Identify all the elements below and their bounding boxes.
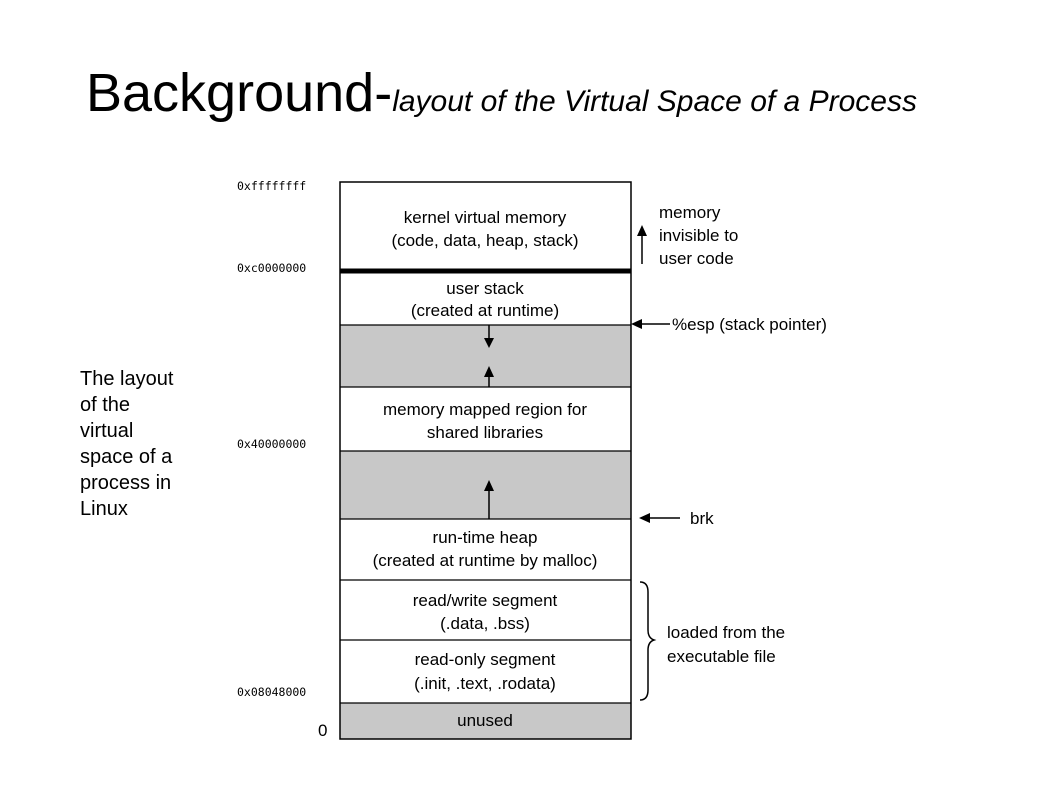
esp-label: %esp (stack pointer) xyxy=(672,315,827,334)
invisible-note-2: invisible to xyxy=(659,226,738,245)
addr-zero: 0 xyxy=(318,721,327,740)
stack-gap-region xyxy=(340,325,631,387)
loaded-note-2: executable file xyxy=(667,647,776,666)
mmap-label-1: memory mapped region for xyxy=(383,400,587,419)
unused-region xyxy=(340,703,631,739)
side-caption: The layout of the virtual space of a pro… xyxy=(80,368,174,520)
heap-label-1: run-time heap xyxy=(433,528,538,547)
stack-grows-down-arrow xyxy=(484,325,494,348)
heap-gap-region xyxy=(340,451,631,519)
invisible-note-3: user code xyxy=(659,249,734,268)
kernel-label-2: (code, data, heap, stack) xyxy=(391,231,578,250)
invisible-up-arrow xyxy=(637,225,647,264)
addr-text: 0x08048000 xyxy=(237,685,306,699)
addr-top: 0xffffffff xyxy=(237,179,306,193)
mmap-label-2: shared libraries xyxy=(427,423,543,442)
stack-label-2: (created at runtime) xyxy=(411,301,559,320)
loaded-brace xyxy=(639,581,657,701)
stack-label-1: user stack xyxy=(446,279,524,298)
esp-pointer-arrow xyxy=(631,319,670,329)
brk-pointer-arrow xyxy=(639,513,680,523)
brk-label: brk xyxy=(690,509,714,528)
rw-label-2: (.data, .bss) xyxy=(440,614,530,633)
heap-grows-up-arrow xyxy=(484,480,494,519)
slide-title: Background-layout of the Virtual Space o… xyxy=(86,62,917,124)
ro-label-1: read-only segment xyxy=(415,650,556,669)
title-main: Background- xyxy=(86,63,393,123)
addr-mmap: 0x40000000 xyxy=(237,437,306,451)
unused-label: unused xyxy=(457,711,513,730)
loaded-note-1: loaded from the xyxy=(667,623,785,642)
kernel-label-1: kernel virtual memory xyxy=(404,208,567,227)
mmap-grows-up-arrow xyxy=(484,366,494,387)
heap-label-2: (created at runtime by malloc) xyxy=(373,551,598,570)
addr-kernel: 0xc0000000 xyxy=(237,261,306,275)
invisible-note-1: memory xyxy=(659,203,721,222)
ro-label-2: (.init, .text, .rodata) xyxy=(414,674,556,693)
memory-column xyxy=(339,181,632,740)
title-subtitle: layout of the Virtual Space of a Process xyxy=(392,85,917,118)
rw-label-1: read/write segment xyxy=(413,591,558,610)
